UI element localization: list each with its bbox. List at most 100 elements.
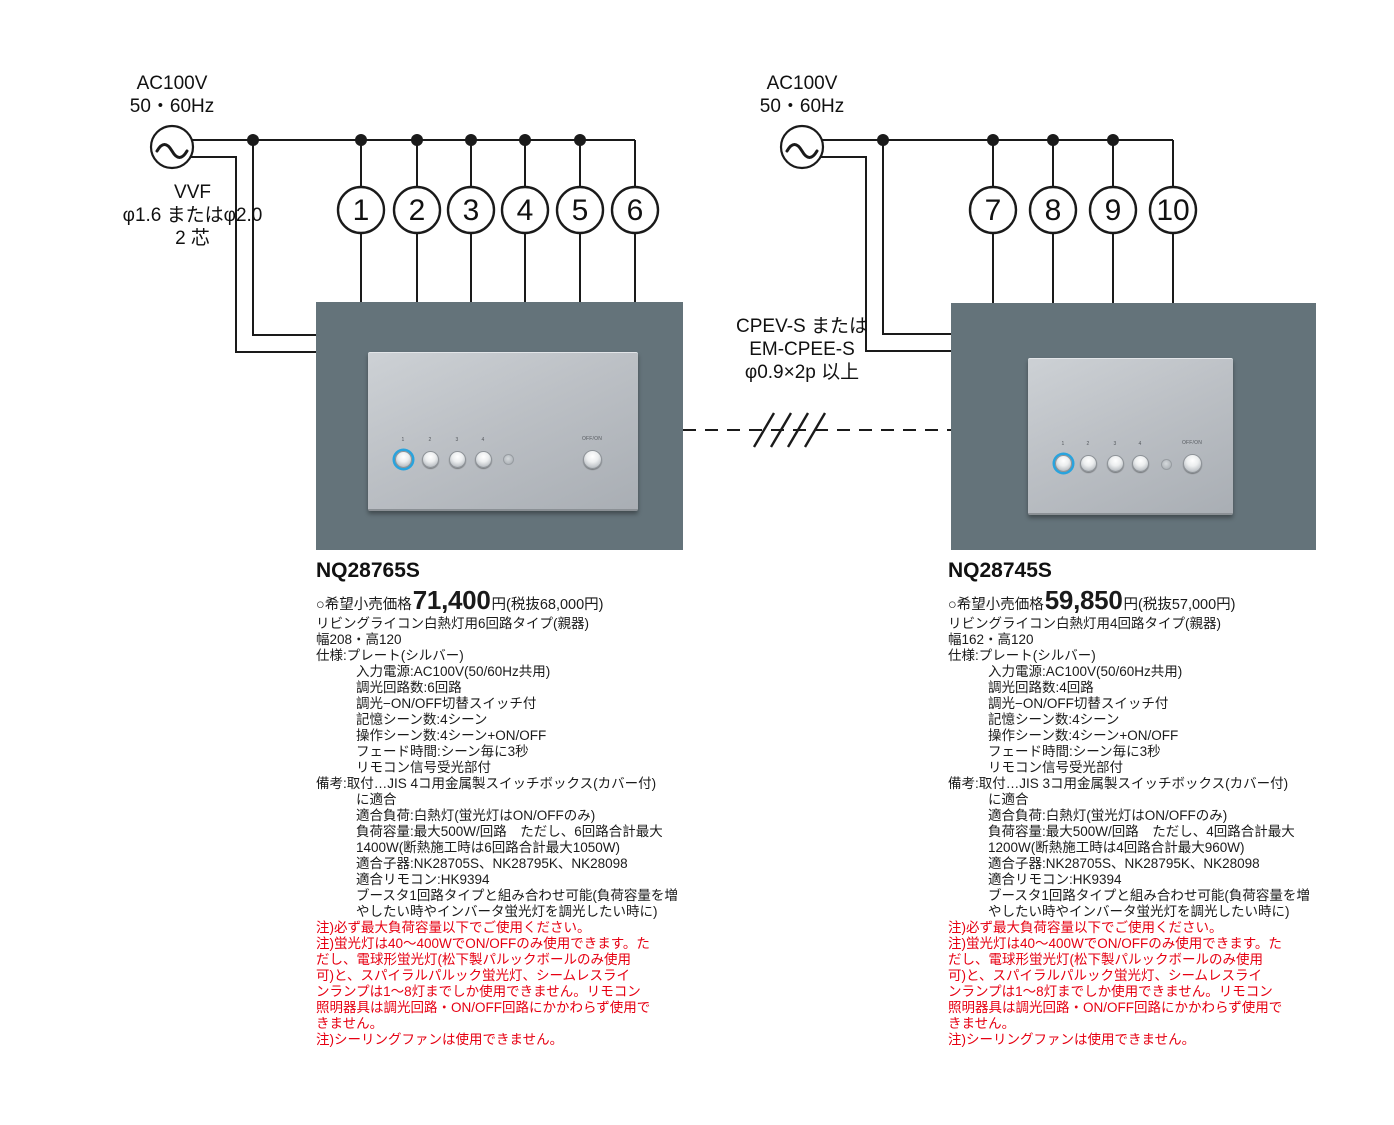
circuit-circle-5 bbox=[555, 185, 605, 235]
spec-line: 備考:取付…JIS 3コ用金属製スイッチボックス(カバー付) bbox=[948, 776, 1289, 791]
junction-dot bbox=[247, 134, 259, 146]
circuit-number: 2 bbox=[409, 194, 426, 227]
scene-button-4 bbox=[475, 451, 492, 468]
junction-dot bbox=[1047, 134, 1059, 146]
button-label: 1 bbox=[401, 437, 405, 443]
junction-dot bbox=[1107, 134, 1119, 146]
circuit-circle-9 bbox=[1088, 185, 1138, 235]
ac-source-symbol-right bbox=[779, 124, 825, 170]
spec-line: 適合負荷:白熱灯(蛍光灯はON/OFFのみ) bbox=[988, 808, 1228, 823]
circuit-circle-2 bbox=[392, 185, 442, 235]
spec-line: 負荷容量:最大500W/回路 ただし、6回路合計最大 bbox=[356, 824, 663, 839]
circuit-number: 1 bbox=[353, 194, 370, 227]
spec-line: 幅162・高120 bbox=[948, 632, 1034, 647]
junction-dot bbox=[355, 134, 367, 146]
ac-source-symbol-left bbox=[149, 124, 195, 170]
spec-line: 調光−ON/OFF切替スイッチ付 bbox=[988, 696, 1169, 711]
spec-line: 調光回路数:6回路 bbox=[356, 680, 462, 695]
ac-tilde-icon bbox=[785, 143, 819, 159]
spec-line: 操作シーン数:4シーン+ON/OFF bbox=[356, 728, 547, 743]
circuit-number: 8 bbox=[1045, 194, 1062, 227]
scene-button-2 bbox=[422, 451, 439, 468]
spec-line: 調光回路数:4回路 bbox=[988, 680, 1094, 695]
junction-dot bbox=[519, 134, 531, 146]
spec-line: きません。 bbox=[316, 1016, 384, 1031]
spec-line: 適合子器:NK28705S、NK28795K、NK28098 bbox=[356, 856, 628, 871]
circuit-number: 7 bbox=[985, 194, 1002, 227]
spec-line: やしたい時やインバータ蛍光灯を調光したい時に) bbox=[356, 904, 658, 919]
power-label-right: AC100V 50・60Hz bbox=[722, 72, 882, 118]
spec-line: リビングライコン白熱灯用4回路タイプ(親器) bbox=[948, 616, 1221, 631]
spec-line: 1400W(断熱施工時は6回路合計最大1050W) bbox=[356, 840, 621, 855]
price-amount: 59,850 bbox=[1044, 585, 1123, 615]
power-label-line: AC100V bbox=[766, 73, 838, 94]
button-label: 4 bbox=[481, 437, 485, 443]
cable-label-left: VVF φ1.6 またはφ2.0 2 芯 bbox=[70, 181, 315, 250]
scene-button-3 bbox=[449, 451, 466, 468]
spec-line: 入力電源:AC100V(50/60Hz共用) bbox=[356, 664, 551, 679]
button-label: 3 bbox=[1113, 441, 1117, 447]
spec-line: 適合リモコン:HK9394 bbox=[356, 872, 490, 887]
power-label-line: 50・60Hz bbox=[759, 96, 845, 117]
circuit-circle-8 bbox=[1028, 185, 1078, 235]
spec-line: 備考:取付…JIS 4コ用金属製スイッチボックス(カバー付) bbox=[316, 776, 657, 791]
wiring-right: 7 8 9 10 bbox=[779, 124, 1198, 352]
circuit-number: 6 bbox=[627, 194, 644, 227]
spec-line: 負荷容量:最大500W/回路 ただし、4回路合計最大 bbox=[988, 824, 1295, 839]
spec-line: 幅208・高120 bbox=[316, 632, 402, 647]
spec-line: 注)必ず最大負荷容量以下でご使用ください。 bbox=[948, 920, 1223, 935]
button-label: 1 bbox=[1061, 441, 1065, 447]
power-label-line: 50・60Hz bbox=[129, 96, 215, 117]
price-prefix: ○希望小売価格 bbox=[316, 597, 412, 613]
spec-line: 注)シーリングファンは使用できません。 bbox=[316, 1032, 564, 1047]
circuit-circle-3 bbox=[446, 185, 496, 235]
spec-line: ブースタ1回路タイプと組み合わせ可能(負荷容量を増 bbox=[988, 888, 1310, 903]
model-number: NQ28745S bbox=[948, 559, 1052, 582]
spec-line: 1200W(断熱施工時は4回路合計最大960W) bbox=[988, 840, 1245, 855]
spec-line: 注)蛍光灯は40〜400WでON/OFFのみ使用できます。た bbox=[948, 936, 1282, 951]
circuit-circle-1 bbox=[336, 185, 386, 235]
spec-line: 注)シーリングファンは使用できません。 bbox=[948, 1032, 1196, 1047]
offon-button-label: OFF/ON bbox=[581, 436, 603, 442]
spec-line: 調光−ON/OFF切替スイッチ付 bbox=[356, 696, 537, 711]
dimmer-plate-right: 1 2 3 4 OFF/ON bbox=[1028, 358, 1233, 515]
scene-button-1 bbox=[1055, 455, 1072, 472]
dimmer-plate-left: 1 2 3 4 OFF/ON bbox=[368, 352, 638, 511]
spec-line: 操作シーン数:4シーン+ON/OFF bbox=[988, 728, 1179, 743]
spec-line: 注)必ず最大負荷容量以下でご使用ください。 bbox=[316, 920, 591, 935]
offon-button bbox=[583, 450, 602, 469]
button-label: 3 bbox=[455, 437, 459, 443]
spec-line: 照明器具は調光回路・ON/OFF回路にかかわらず使用で bbox=[316, 1000, 651, 1015]
break-marks bbox=[752, 412, 827, 448]
junction-dot bbox=[465, 134, 477, 146]
cable-label-line: CPEV-S または bbox=[736, 316, 868, 337]
model-number: NQ28765S bbox=[316, 559, 420, 582]
spec-line: だし、電球形蛍光灯(松下製パルックボールのみ使用 bbox=[316, 952, 631, 967]
spec-line: に適合 bbox=[988, 792, 1029, 807]
circuit-number: 5 bbox=[572, 194, 589, 227]
spec-line: ブースタ1回路タイプと組み合わせ可能(負荷容量を増 bbox=[356, 888, 678, 903]
spec-line: リモコン信号受光部付 bbox=[988, 760, 1123, 775]
price-suffix: 円(税抜57,000円) bbox=[1123, 597, 1236, 613]
spec-line: 記憶シーン数:4シーン bbox=[988, 712, 1120, 727]
spec-line: やしたい時やインバータ蛍光灯を調光したい時に) bbox=[988, 904, 1290, 919]
junction-dot bbox=[411, 134, 423, 146]
spec-line: 記憶シーン数:4シーン bbox=[356, 712, 488, 727]
spec-line: リモコン信号受光部付 bbox=[356, 760, 491, 775]
spec-line: 照明器具は調光回路・ON/OFF回路にかかわらず使用で bbox=[948, 1000, 1283, 1015]
offon-button-label: OFF/ON bbox=[1181, 440, 1203, 446]
cable-label-line: φ1.6 またはφ2.0 bbox=[122, 205, 263, 226]
price-prefix: ○希望小売価格 bbox=[948, 597, 1044, 613]
ac-tilde-icon bbox=[155, 143, 189, 159]
spec-line: だし、電球形蛍光灯(松下製パルックボールのみ使用 bbox=[948, 952, 1263, 967]
scene-button-1 bbox=[395, 451, 412, 468]
spec-line: ンランプは1〜8灯までしか使用できません。リモコン bbox=[316, 984, 641, 999]
spec-line: に適合 bbox=[356, 792, 397, 807]
circuit-circle-6 bbox=[610, 185, 660, 235]
circuit-number: 4 bbox=[517, 194, 534, 227]
power-label-left: AC100V 50・60Hz bbox=[92, 72, 252, 118]
scene-button-3 bbox=[1107, 455, 1124, 472]
